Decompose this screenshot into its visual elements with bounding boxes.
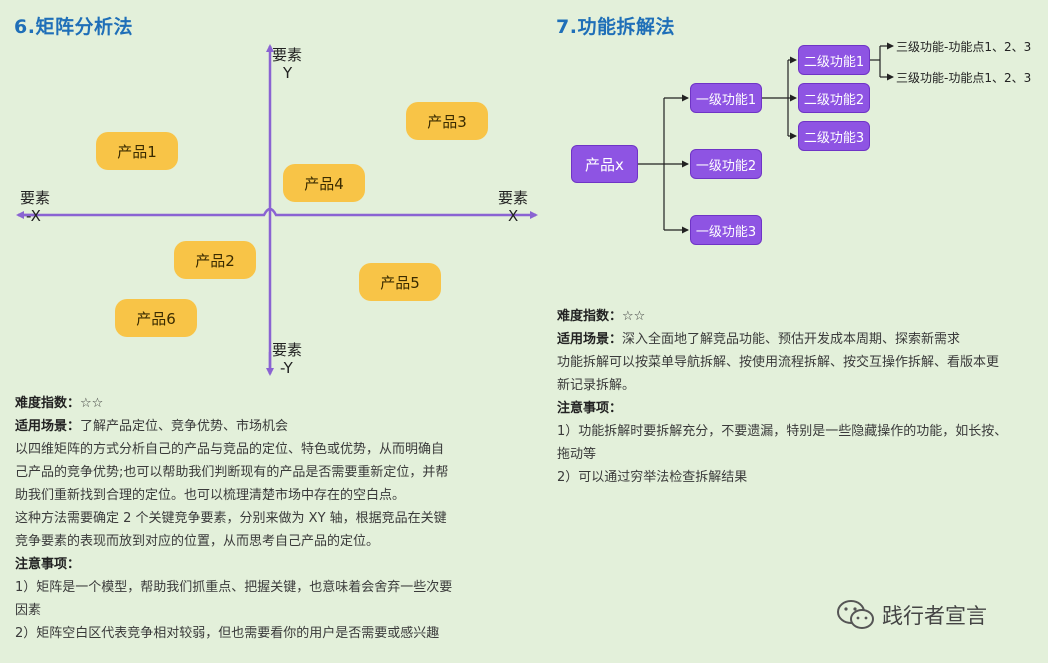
tree-connectors (638, 42, 894, 234)
tree-root-product: 产品x (571, 145, 638, 183)
product-2: 产品2 (174, 241, 256, 279)
y-axis-bottom-label: 要素-Y (272, 341, 303, 377)
watermark-text: 践行者宣言 (882, 604, 987, 628)
level1-function-1: 一级功能1 (690, 83, 762, 113)
level1-function-2: 一级功能2 (690, 149, 762, 179)
x-axis-left-label: 要素-X (20, 189, 51, 225)
product-3: 产品3 (406, 102, 488, 140)
matrix-section-title: 6.矩阵分析法 (14, 16, 133, 38)
product-1: 产品1 (96, 132, 178, 170)
level2-function-1: 二级功能1 (798, 45, 870, 75)
x-axis-line (20, 207, 538, 219)
product-6: 产品6 (115, 299, 197, 337)
matrix-axes (16, 44, 538, 376)
matrix-description: 难度指数：☆☆ 适用场景：了解产品定位、竞争优势、市场机会 以四维矩阵的方式分析… (15, 396, 453, 641)
level3-function-2: 三级功能-功能点1、2、3 (896, 71, 1032, 85)
product-4: 产品4 (283, 164, 365, 202)
breakdown-description: 难度指数：☆☆ 适用场景：深入全面地了解竞品功能、预估开发成本周期、探索新需求 … (557, 309, 1008, 485)
level2-function-3: 二级功能3 (798, 121, 870, 151)
product-5: 产品5 (359, 263, 441, 301)
level3-function-1: 三级功能-功能点1、2、3 (896, 40, 1032, 54)
breakdown-section-title: 7.功能拆解法 (556, 16, 675, 38)
level1-function-3: 一级功能3 (690, 215, 762, 245)
wechat-icon (837, 600, 874, 629)
watermark: 践行者宣言 (836, 598, 987, 632)
level2-function-2: 二级功能2 (798, 83, 870, 113)
